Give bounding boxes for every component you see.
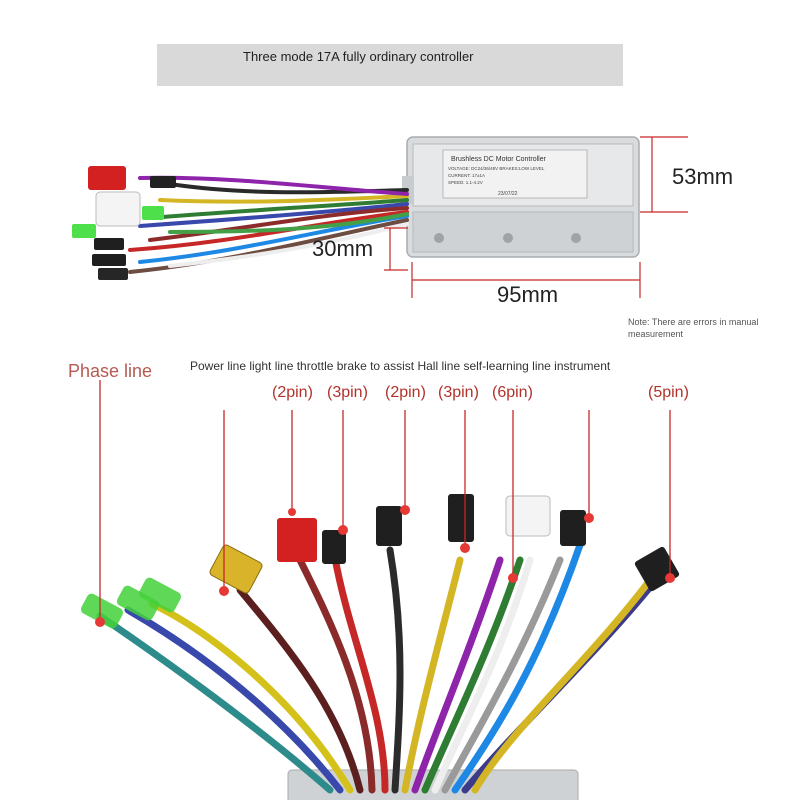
controller-label-line1: Brushless DC Motor Controller	[451, 156, 547, 163]
connector-black	[92, 254, 126, 266]
top-wire-bundle	[128, 175, 409, 274]
pin-label-light: (3pin)	[327, 384, 368, 401]
assist-connector	[448, 494, 474, 542]
phase-line-label: Phase line	[68, 361, 153, 381]
hall-connector-white	[505, 495, 551, 537]
connector-black	[94, 238, 124, 250]
dimension-depth: 30mm	[312, 236, 374, 261]
controller-label-line2: VOLTAGE: DC24/36/48V BRAKES:LOW LEVEL	[448, 166, 545, 171]
page-title: Three mode 17A fully ordinary controller	[243, 49, 474, 64]
connector-black	[98, 268, 128, 280]
self-learning-connector	[560, 510, 586, 546]
instrument-connector	[634, 546, 680, 592]
controller-top-view: Brushless DC Motor Controller VOLTAGE: D…	[72, 136, 640, 280]
dimension-height: 53mm	[672, 164, 734, 189]
controller-label-line3: CURRENT: 17±1A	[448, 173, 485, 178]
callout-lines	[95, 380, 675, 627]
pin-label-power: (2pin)	[272, 384, 313, 401]
power-connector-yellow	[209, 544, 263, 594]
connector-red	[88, 166, 126, 190]
connector-green	[72, 224, 96, 238]
phase-connector-green	[80, 593, 124, 629]
connector-black	[150, 176, 176, 188]
pin-label-hall: (6pin)	[492, 384, 533, 401]
phase-connector-green	[116, 585, 160, 621]
pin-label-throttle: (2pin)	[385, 384, 426, 401]
harness-view	[80, 494, 680, 800]
mount-screw-icon	[434, 233, 444, 243]
controller-label-sticker	[442, 149, 588, 199]
mount-screw-icon	[571, 233, 581, 243]
dimension-length: 95mm	[497, 282, 559, 307]
pin-label-instrument: (5pin)	[648, 384, 689, 401]
throttle-connector	[322, 530, 346, 564]
title-banner	[157, 44, 623, 86]
pin-label-brake: (3pin)	[438, 384, 479, 401]
connector-green	[142, 206, 164, 220]
light-connector-red	[277, 518, 317, 562]
mount-screw-icon	[503, 233, 513, 243]
dimension-lines	[384, 136, 688, 298]
function-labels: Power line light line throttle brake to …	[190, 359, 611, 373]
brake-connector	[376, 506, 402, 546]
controller-label-line5: 23/07/22	[498, 191, 518, 197]
measurement-note: Note: There are errors in manual measure…	[628, 317, 759, 339]
connector-white	[95, 191, 141, 227]
controller-label-line4: SPEED: 1.1-4.2V	[448, 180, 483, 185]
phase-connector-green	[138, 577, 182, 613]
